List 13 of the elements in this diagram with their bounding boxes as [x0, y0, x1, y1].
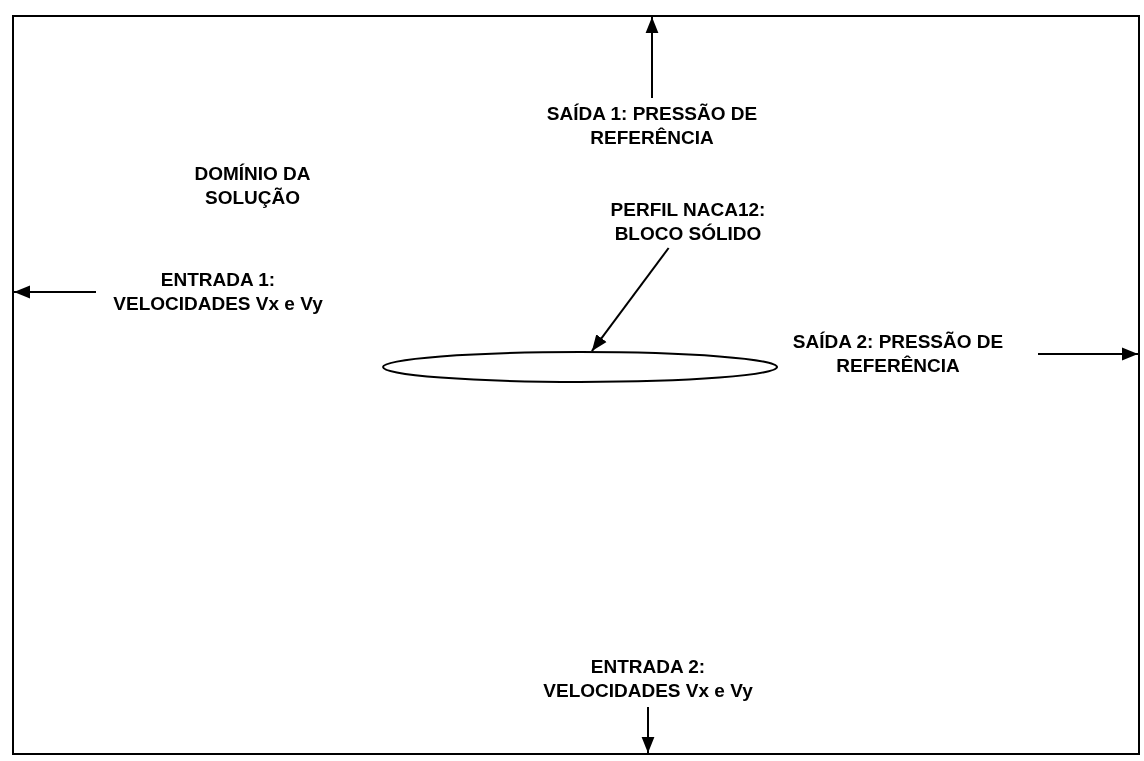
domain-boundary	[12, 15, 1140, 755]
arrow	[1037, 347, 1139, 361]
leader-arrow	[590, 247, 670, 353]
boundary-label: ENTRADA 1: VELOCIDADES Vx e Vy	[100, 266, 336, 318]
boundary-label: SAÍDA 2: PRESSÃO DE REFERÊNCIA	[762, 328, 1034, 380]
domain-label: DOMÍNIO DA SOLUÇÃO	[193, 162, 312, 210]
arrow	[641, 706, 655, 754]
arrow	[13, 285, 97, 299]
airfoil-label: PERFIL NACA12: BLOCO SÓLIDO	[588, 196, 788, 248]
boundary-label: SAÍDA 1: PRESSÃO DE REFERÊNCIA	[528, 100, 776, 152]
boundary-label: ENTRADA 2: VELOCIDADES Vx e Vy	[524, 653, 772, 705]
airfoil-ellipse	[382, 351, 778, 383]
arrow	[645, 16, 659, 99]
